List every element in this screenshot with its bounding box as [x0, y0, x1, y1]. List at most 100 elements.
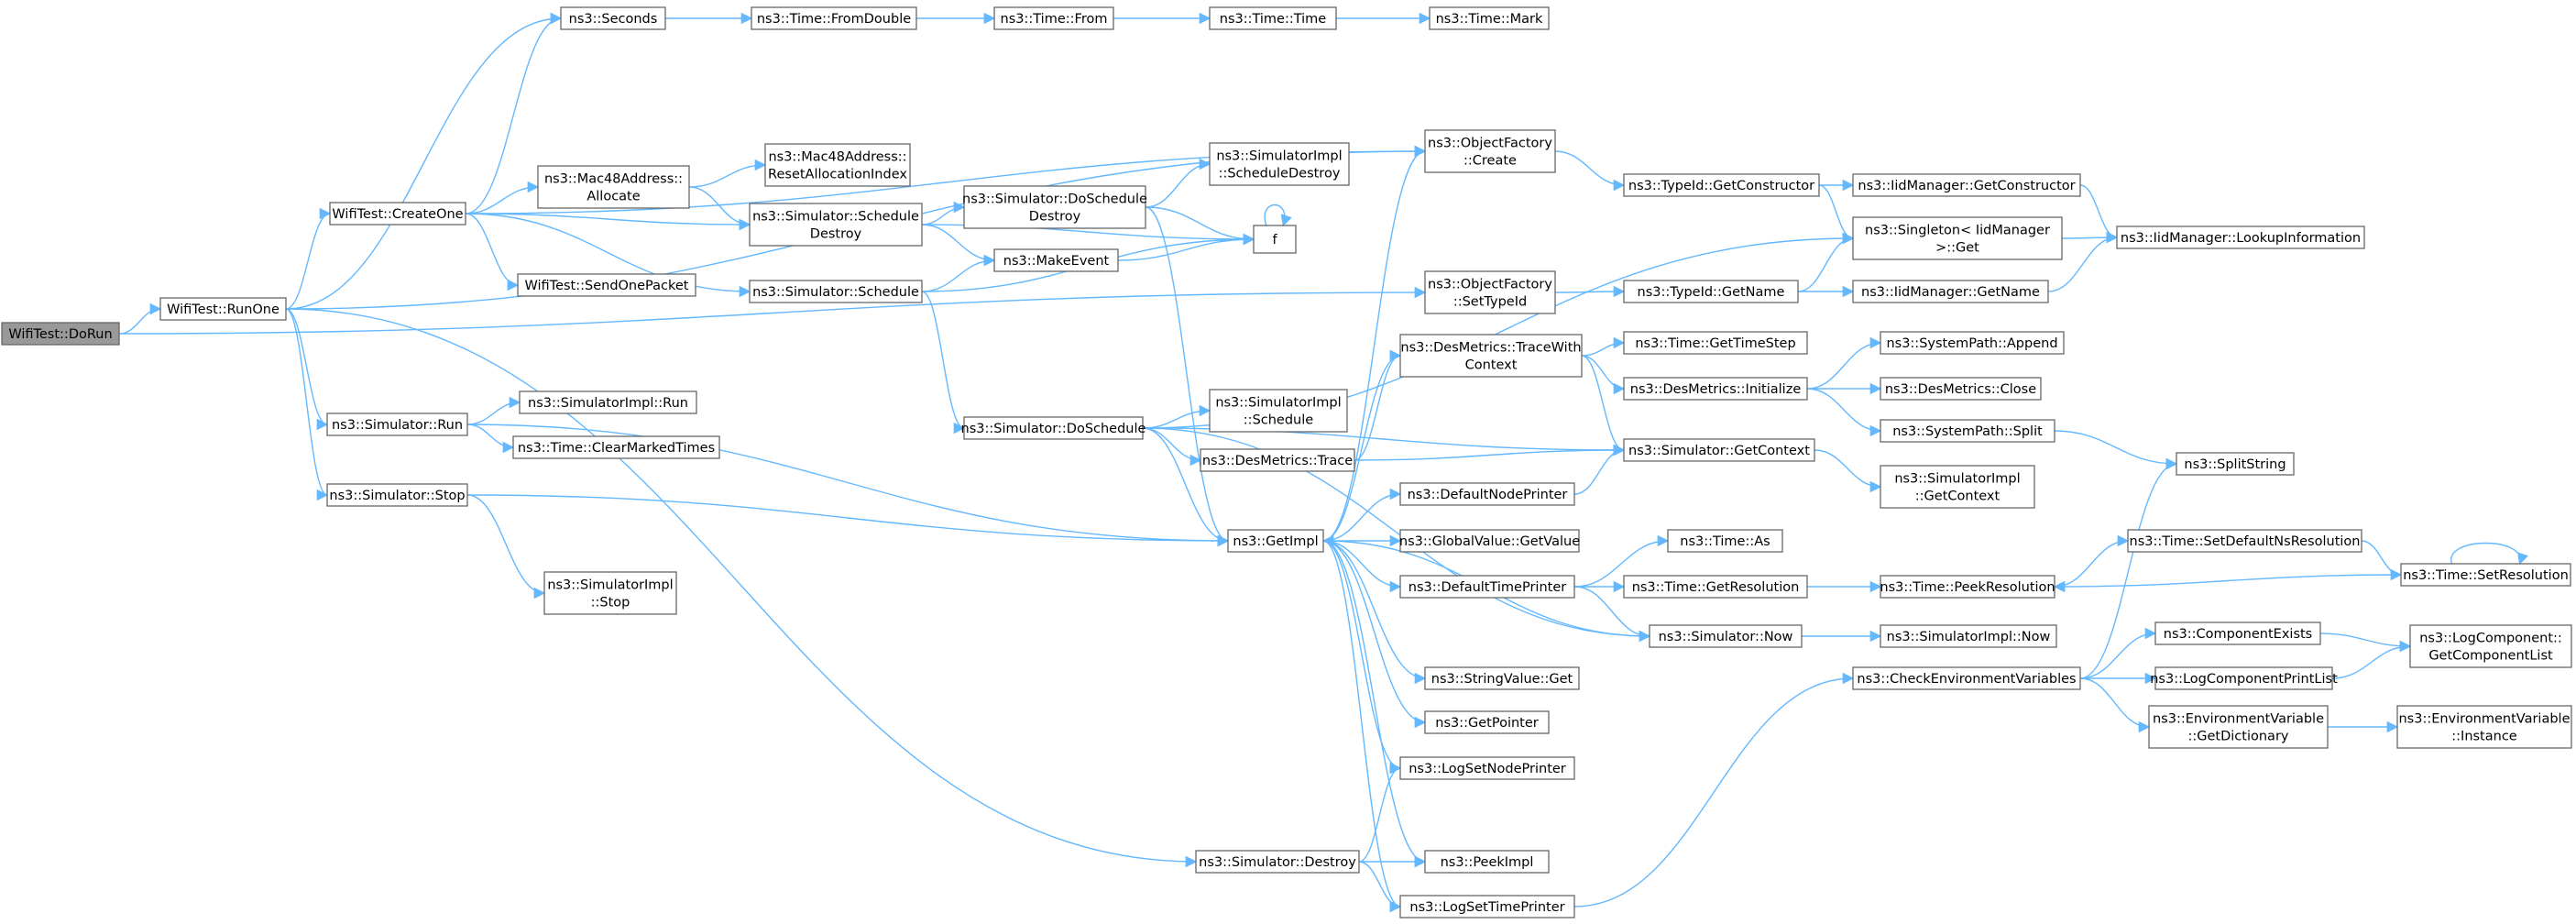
function-node[interactable]: WifiTest::CreateOne — [329, 202, 466, 226]
node-label: ns3::Time::FromDouble — [757, 12, 911, 27]
function-node[interactable]: ns3::LogSetNodePrinter — [1399, 756, 1575, 780]
function-node[interactable]: ns3::SimulatorImpl::Now — [1880, 624, 2057, 648]
function-node[interactable]: ns3::IidManager::LookupInformation — [2116, 226, 2365, 249]
function-node[interactable]: ns3::LogComponentPrintList — [2150, 666, 2338, 690]
function-node[interactable]: ns3::SimulatorImpl::Run — [519, 390, 697, 414]
call-edge — [466, 424, 1230, 547]
node-label: ns3::Simulator::Now — [1659, 630, 1793, 644]
call-edge — [1322, 540, 1427, 868]
function-node[interactable]: ns3::SimulatorImpl::Stop — [543, 571, 677, 615]
call-edge — [1806, 336, 1882, 390]
function-node[interactable]: WifiTest::RunOne — [159, 297, 287, 321]
node-box — [2148, 705, 2329, 749]
function-node[interactable]: ns3::DesMetrics::Close — [1880, 377, 2042, 401]
function-node[interactable]: f — [1253, 225, 1297, 254]
node-box — [1424, 850, 1550, 874]
call-edge — [921, 201, 966, 226]
function-node[interactable]: ns3::Singleton< IidManager>::Get — [1852, 216, 2063, 260]
function-node[interactable]: ns3::SystemPath::Split — [1880, 419, 2055, 443]
function-node[interactable]: ns3::Simulator::GetContext — [1623, 438, 1815, 462]
node-label: ns3::LogComponent:: — [2419, 632, 2562, 646]
function-node[interactable]: ns3::Time::SetDefaultNsResolution — [2127, 529, 2362, 553]
node-label: ns3::DesMetrics::TraceWith — [1400, 341, 1581, 356]
call-edge — [465, 213, 520, 292]
function-node[interactable]: ns3::DefaultNodePrinter — [1399, 482, 1575, 506]
function-node[interactable]: ns3::Time::GetTimeStep — [1623, 331, 1808, 355]
function-node[interactable]: ns3::GetPointer — [1424, 710, 1550, 734]
call-edge — [921, 291, 966, 434]
function-node[interactable]: ns3::Time::Time — [1209, 6, 1337, 30]
function-node[interactable]: ns3::Mac48Address::ResetAllocationIndex — [764, 143, 911, 187]
function-node[interactable]: ns3::ObjectFactory::SetTypeId — [1424, 270, 1556, 314]
node-box — [537, 165, 690, 209]
function-node[interactable]: ns3::Simulator::Run — [326, 412, 468, 436]
function-node[interactable]: ns3::Simulator::ScheduleDestroy — [749, 203, 923, 247]
call-edges — [118, 12, 2529, 913]
function-node[interactable]: ns3::Seconds — [560, 6, 666, 30]
function-node[interactable]: ns3::Simulator::Now — [1649, 624, 1803, 648]
node-label: ns3::DesMetrics::Close — [1885, 382, 2036, 397]
node-label: ns3::CheckEnvironmentVariables — [1857, 672, 2076, 687]
function-node[interactable]: ns3::SystemPath::Append — [1880, 331, 2065, 355]
function-node[interactable]: ns3::Time::GetResolution — [1623, 575, 1808, 599]
function-node[interactable]: ns3::Time::As — [1667, 529, 1783, 553]
function-node[interactable]: ns3::Time::From — [993, 6, 1114, 30]
node-label: ns3::DefaultNodePrinter — [1408, 488, 1568, 502]
node-box — [1253, 225, 1297, 254]
call-edge — [465, 12, 563, 214]
function-node[interactable]: ns3::DesMetrics::Trace — [1200, 448, 1355, 472]
node-box — [1667, 529, 1783, 553]
function-node[interactable]: WifiTest::SendOnePacket — [517, 273, 696, 297]
node-label: Allocate — [586, 190, 640, 204]
function-node[interactable]: ns3::Time::PeekResolution — [1880, 575, 2055, 599]
function-node[interactable]: ns3::Simulator::DoSchedule — [961, 416, 1146, 440]
function-node[interactable]: ns3::StringValue::Get — [1424, 666, 1580, 690]
function-node[interactable]: ns3::TypeId::GetConstructor — [1623, 173, 1820, 197]
function-node[interactable]: ns3::SimulatorImpl::GetContext — [1880, 465, 2035, 509]
function-node[interactable]: ns3::Simulator::Destroy — [1195, 850, 1360, 874]
function-node[interactable]: ns3::Time::Mark — [1429, 6, 1550, 30]
function-node[interactable]: ns3::DefaultTimePrinter — [1399, 575, 1575, 599]
call-edge — [2319, 632, 2412, 653]
node-box — [560, 6, 666, 30]
function-node[interactable]: ns3::ObjectFactory::Create — [1424, 129, 1556, 173]
function-node[interactable]: ns3::EnvironmentVariable::GetDictionary — [2148, 705, 2329, 749]
function-node[interactable]: ns3::EnvironmentVariable::Instance — [2396, 705, 2572, 749]
node-box — [519, 390, 697, 414]
function-node[interactable]: ns3::IidManager::GetConstructor — [1852, 173, 2081, 197]
node-box — [517, 273, 696, 297]
node-label: WifiTest::RunOne — [167, 302, 280, 317]
function-node[interactable]: ns3::SimulatorImpl::ScheduleDestroy — [1209, 142, 1350, 186]
function-node[interactable]: ns3::MakeEvent — [993, 248, 1119, 272]
function-node[interactable]: ns3::LogComponent::GetComponentList — [2409, 624, 2572, 668]
node-box — [1, 322, 120, 346]
function-node[interactable]: ns3::LogSetTimePrinter — [1399, 895, 1575, 918]
call-edge — [1142, 427, 1651, 643]
function-node[interactable]: ns3::Mac48Address::Allocate — [537, 165, 690, 209]
function-node[interactable]: ns3::SplitString — [2176, 452, 2295, 476]
function-node[interactable]: ns3::ComponentExists — [2154, 622, 2321, 645]
call-edge — [285, 308, 1198, 868]
function-node[interactable]: ns3::DesMetrics::Initialize — [1623, 377, 1808, 401]
function-node[interactable]: ns3::SimulatorImpl::Schedule — [1209, 389, 1348, 433]
function-node[interactable]: ns3::Simulator::Schedule — [749, 280, 923, 303]
node-label: ns3::Seconds — [569, 12, 658, 27]
node-label: ::Stop — [591, 596, 630, 610]
function-node[interactable]: ns3::CheckEnvironmentVariables — [1852, 666, 2081, 690]
function-node[interactable]: ns3::IidManager::GetName — [1852, 280, 2049, 303]
node-box — [326, 412, 468, 436]
node-label: ns3::EnvironmentVariable — [2153, 712, 2324, 727]
node-box — [2396, 705, 2572, 749]
function-node[interactable]: ns3::Time::SetResolution — [2400, 563, 2571, 587]
function-node[interactable]: ns3::TypeId::GetName — [1623, 280, 1799, 303]
function-node[interactable]: ns3::GetImpl — [1227, 529, 1324, 553]
function-node[interactable]: ns3::Time::FromDouble — [751, 6, 917, 30]
node-label: ns3::Simulator::GetContext — [1628, 444, 1810, 458]
root-function-node[interactable]: WifiTest::DoRun — [1, 322, 120, 346]
function-node[interactable]: ns3::Simulator::Stop — [326, 483, 468, 507]
function-node[interactable]: ns3::Time::ClearMarkedTimes — [512, 435, 720, 459]
function-node[interactable]: ns3::PeekImpl — [1424, 850, 1550, 874]
function-node[interactable]: ns3::GlobalValue::GetValue — [1399, 529, 1580, 553]
